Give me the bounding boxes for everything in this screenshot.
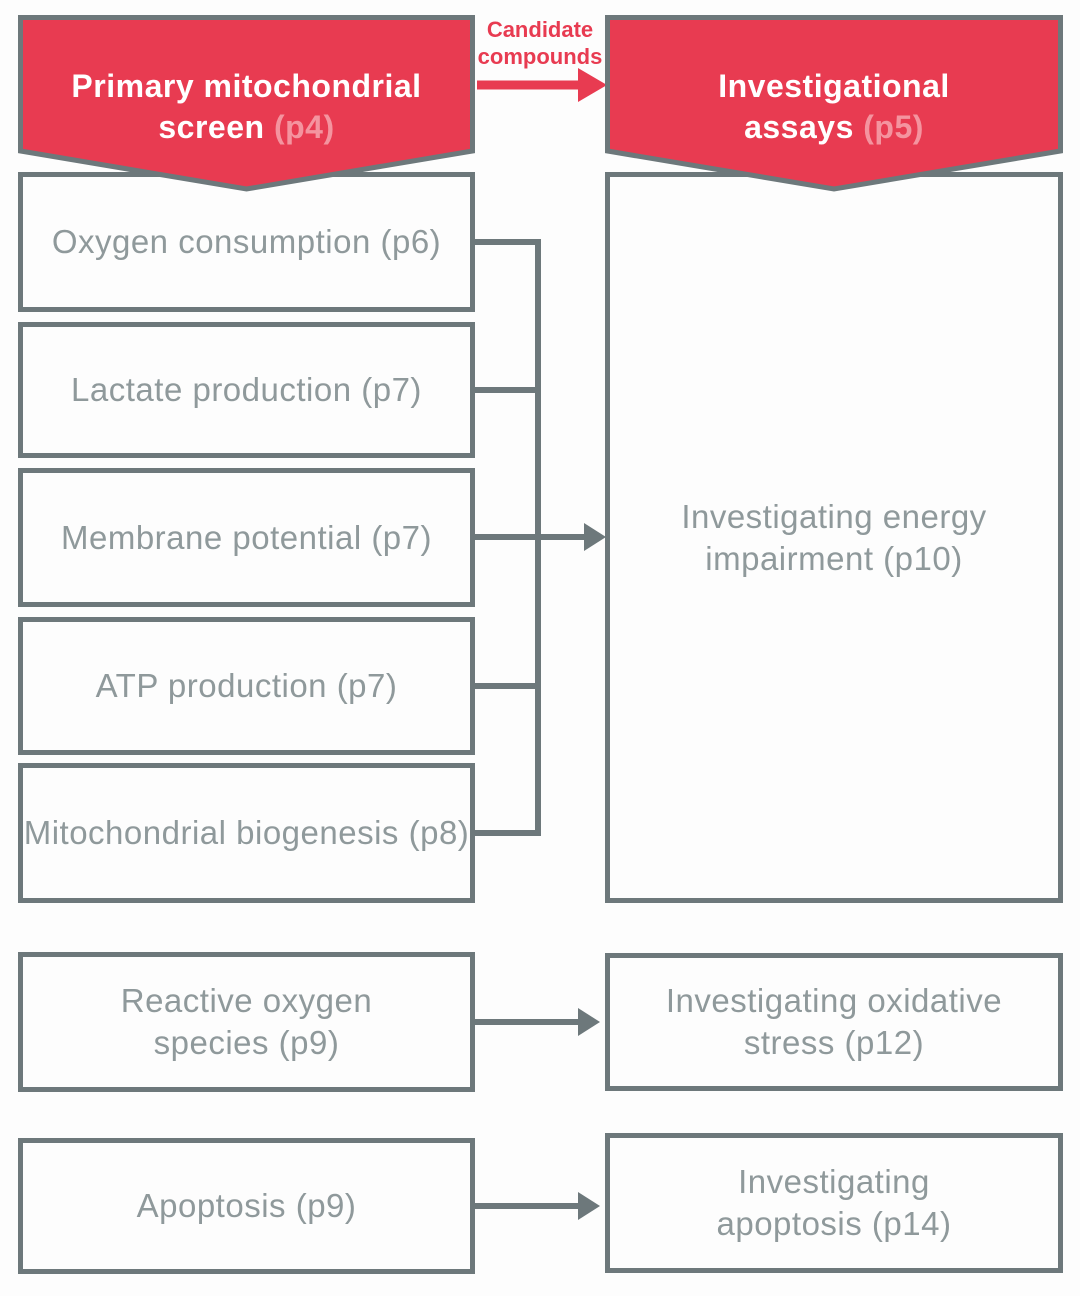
energy-arrowhead-icon xyxy=(584,523,606,551)
assay-box-oxidative-stress: Investigating oxidative stress (p12) xyxy=(605,953,1063,1091)
banner-investigational-title: Investigational assays (p5) xyxy=(605,15,1063,155)
banner-primary-title: Primary mitochondrial screen (p4) xyxy=(18,15,475,155)
screen-box-atp-production: ATP production (p7) xyxy=(18,617,475,755)
screen-box-label: Mitochondrial biogenesis (p8) xyxy=(23,814,470,851)
assay-box-label-line2: impairment (p10) xyxy=(705,539,963,577)
banner-investigational-line2: assays xyxy=(744,109,854,145)
oxidative-arrowhead-icon xyxy=(578,1008,600,1036)
assay-box-apoptosis: Investigating apoptosis (p14) xyxy=(605,1133,1063,1273)
banner-investigational-page-ref: (p5) xyxy=(863,109,924,145)
screen-box-label: Oxygen consumption (p6) xyxy=(51,223,442,260)
ribbon-shape xyxy=(18,15,475,192)
banner-primary-line2: screen xyxy=(158,109,265,145)
banner-investigational-line1: Investigational xyxy=(718,68,950,104)
assay-box-label-line1: Investigating energy xyxy=(681,497,987,535)
screen-box-label: ATP production (p7) xyxy=(95,667,398,704)
candidate-compounds-label: Candidate compounds xyxy=(466,16,614,70)
apoptosis-arrowhead-icon xyxy=(578,1192,600,1220)
screen-box-mitochondrial-biogenesis: Mitochondrial biogenesis (p8) xyxy=(18,763,475,903)
banner-investigational-assays: Investigational assays (p5) xyxy=(605,15,1063,193)
screen-box-oxygen-consumption: Oxygen consumption (p6) xyxy=(18,172,475,312)
assay-box-energy-impairment: Investigating energy impairment (p10) xyxy=(605,172,1063,903)
screen-box-apoptosis: Apoptosis (p9) xyxy=(18,1138,475,1274)
assay-box-label-line1: Investigating xyxy=(738,1163,930,1200)
candidate-arrowhead-icon xyxy=(578,68,607,102)
candidate-label-line1: Candidate xyxy=(486,17,594,42)
screen-box-membrane-potential: Membrane potential (p7) xyxy=(18,468,475,607)
screen-box-label: Apoptosis (p9) xyxy=(136,1187,357,1224)
screen-box-reactive-oxygen-species: Reactive oxygen species (p9) xyxy=(18,952,475,1092)
screen-box-label: Membrane potential (p7) xyxy=(60,518,433,556)
ribbon-shape xyxy=(605,15,1063,192)
screen-box-label-line1: Reactive oxygen xyxy=(120,982,373,1019)
screen-box-label: Lactate production (p7) xyxy=(71,371,422,408)
assay-box-label-line2: apoptosis (p14) xyxy=(716,1205,952,1242)
candidate-label-line2: compounds xyxy=(477,44,603,69)
assay-box-label-line2: stress (p12) xyxy=(743,1024,925,1061)
banner-primary-screen: Primary mitochondrial screen (p4) xyxy=(18,15,475,193)
banner-primary-page-ref: (p4) xyxy=(273,109,335,145)
screen-box-label-line2: species (p9) xyxy=(153,1024,340,1061)
banner-primary-line1: Primary mitochondrial xyxy=(71,68,422,104)
screen-box-lactate-production: Lactate production (p7) xyxy=(18,322,475,458)
assay-box-label-line1: Investigating oxidative xyxy=(665,982,1003,1019)
